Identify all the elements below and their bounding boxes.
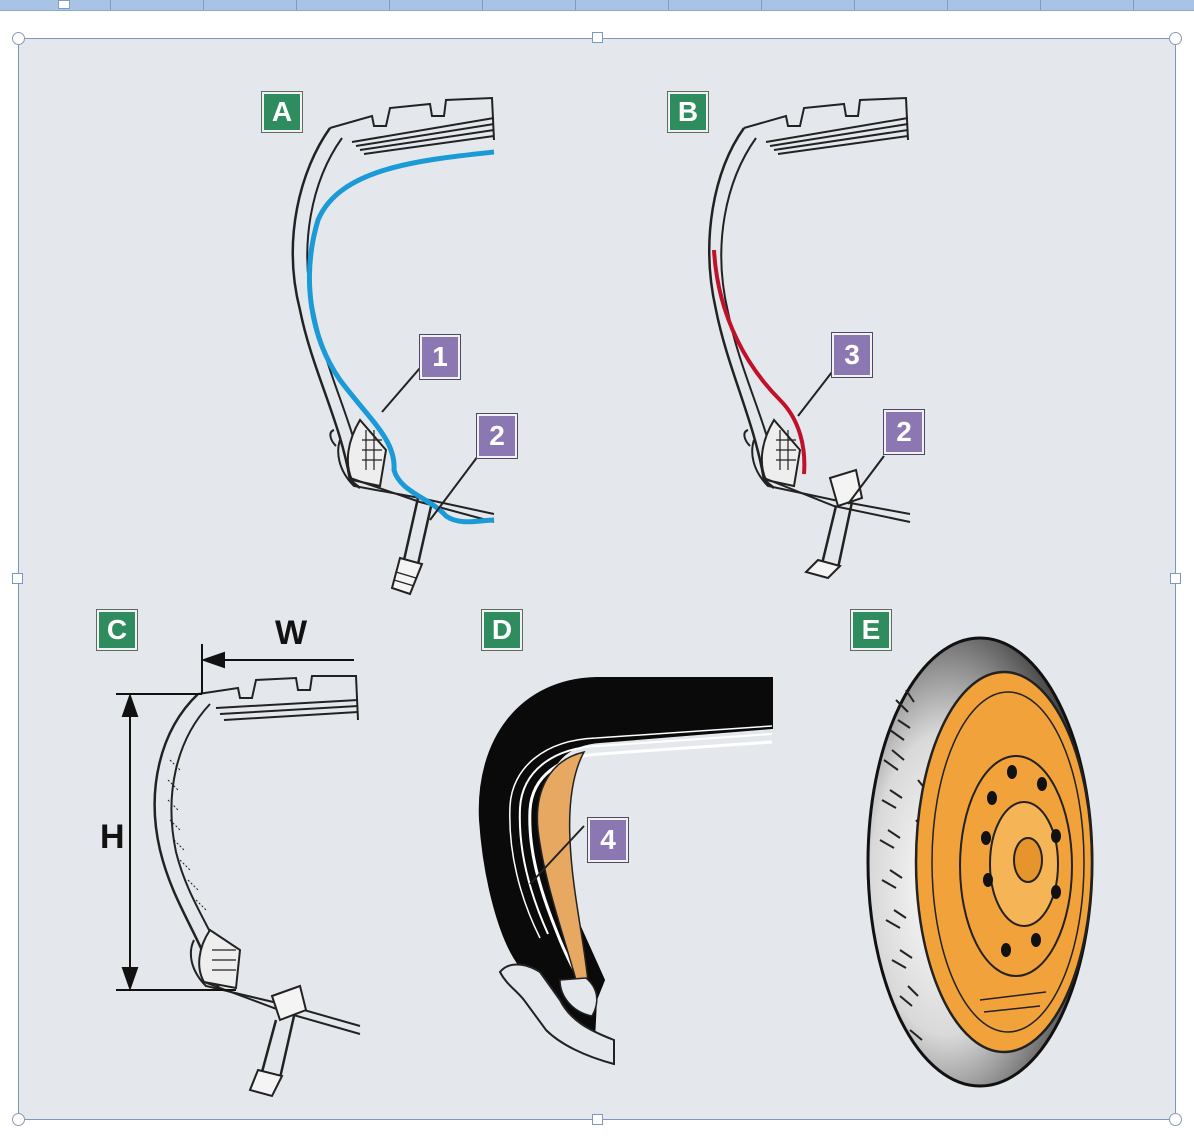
panel-a-inner-tube — [307, 149, 495, 525]
panel-b-label: B — [667, 91, 709, 133]
callout-2-panel-b: 2 — [883, 409, 925, 455]
ruler-tick — [389, 0, 390, 10]
panel-d-label: D — [481, 609, 523, 651]
ruler-marker[interactable] — [58, 0, 70, 9]
callout-2-panel-a: 2 — [476, 413, 518, 459]
ruler-tick — [482, 0, 483, 10]
ruler-tick — [947, 0, 948, 10]
resize-handle-right[interactable] — [1170, 573, 1181, 584]
panel-e-wheel — [866, 636, 1094, 1088]
panel-d-tire-section — [478, 677, 773, 1066]
panel-c-dimension-lines — [116, 644, 354, 992]
callout-3: 3 — [831, 332, 873, 378]
resize-handle-bottom-right[interactable] — [1169, 1113, 1182, 1126]
resize-handle-bottom[interactable] — [592, 1114, 603, 1125]
ruler-tick — [854, 0, 855, 10]
ruler-tick — [1133, 0, 1134, 10]
resize-handle-bottom-left[interactable] — [12, 1113, 25, 1126]
ruler-tick — [203, 0, 204, 10]
dimension-width-label: W — [275, 614, 308, 652]
panel-b-inner-liner — [712, 249, 807, 475]
panel-a-tire-section — [291, 96, 495, 596]
resize-handle-top-right[interactable] — [1169, 32, 1182, 45]
ruler-bar — [0, 0, 1194, 11]
callout-1: 1 — [419, 334, 461, 380]
ruler-tick — [575, 0, 576, 10]
ruler-tick — [296, 0, 297, 10]
panel-c-label: C — [96, 609, 138, 651]
panel-e-label: E — [850, 609, 892, 651]
resize-handle-top-left[interactable] — [12, 32, 25, 45]
callout-4: 4 — [587, 817, 629, 863]
resize-handle-top[interactable] — [592, 32, 603, 43]
panel-a-label: A — [261, 91, 303, 133]
panel-b-tire-section — [708, 96, 911, 580]
resize-handle-left[interactable] — [12, 573, 23, 584]
dimension-height-label: H — [100, 818, 125, 856]
ruler-tick — [1040, 0, 1041, 10]
ruler-tick — [110, 0, 111, 10]
ruler-tick — [668, 0, 669, 10]
ruler-tick — [761, 0, 762, 10]
panel-c-tire-section — [153, 675, 361, 1098]
